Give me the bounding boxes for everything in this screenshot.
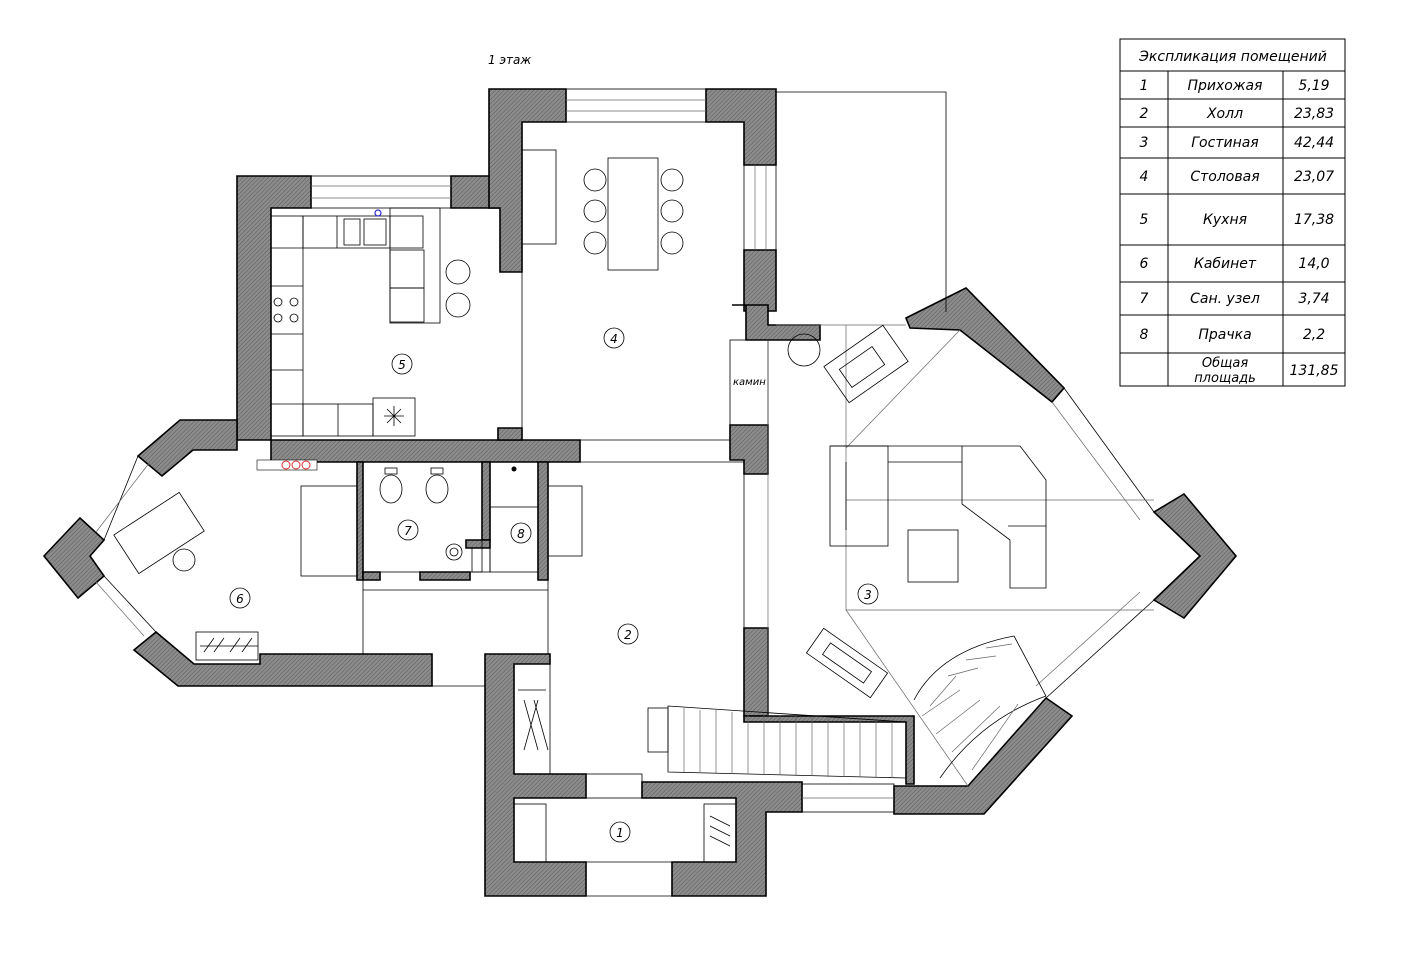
row-1-name: Прихожая: [1188, 78, 1263, 94]
total-name-line2: площадь: [1194, 371, 1256, 386]
svg-text:7: 7: [404, 524, 412, 538]
row-8-area: 2,2: [1303, 327, 1325, 343]
row-8-num: 8: [1140, 327, 1149, 343]
fireplace-label: камин: [733, 377, 766, 388]
svg-text:8: 8: [517, 527, 525, 541]
row-4-name: Столовая: [1190, 169, 1259, 185]
svg-text:3: 3: [864, 588, 872, 602]
row-7-name: Сан. узел: [1190, 291, 1260, 307]
row-6-area: 14,0: [1298, 256, 1329, 272]
room-markers: 1 2 3 4 5 6 7 8: [229, 327, 879, 843]
row-5-num: 5: [1140, 212, 1149, 228]
row-4-area: 23,07: [1294, 169, 1334, 185]
room-marker-2: 2: [617, 623, 639, 645]
svg-text:4: 4: [610, 332, 618, 346]
row-3-area: 42,44: [1294, 135, 1334, 151]
windows-and-partitions: камин: [89, 88, 1155, 897]
row-3-num: 3: [1140, 135, 1149, 151]
room-marker-5: 5: [391, 353, 413, 375]
total-name-line1: Общая: [1202, 356, 1248, 371]
row-5-area: 17,38: [1294, 212, 1334, 228]
room-marker-4: 4: [603, 327, 625, 349]
row-4-num: 4: [1140, 169, 1149, 185]
floor-label: 1 этаж: [488, 53, 531, 67]
room-marker-7: 7: [397, 519, 419, 541]
row-7-area: 3,74: [1298, 291, 1329, 307]
svg-text:2: 2: [624, 628, 632, 642]
row-6-num: 6: [1140, 256, 1149, 272]
total-area: 131,85: [1290, 363, 1339, 379]
row-7-num: 7: [1140, 291, 1149, 307]
row-2-name: Холл: [1206, 106, 1243, 122]
walls: [42, 88, 1238, 897]
explication-title: Экспликация помещений: [1138, 49, 1327, 65]
svg-text:1: 1: [616, 826, 624, 840]
room-marker-6: 6: [229, 587, 251, 609]
row-2-num: 2: [1140, 106, 1149, 122]
row-1-area: 5,19: [1298, 78, 1329, 94]
row-2-area: 23,83: [1294, 106, 1334, 122]
furniture: [113, 149, 1047, 863]
explication-table: Экспликация помещений 1 Прихожая 5,19 2 …: [1119, 38, 1346, 387]
row-5-name: Кухня: [1203, 212, 1247, 228]
svg-text:5: 5: [398, 358, 406, 372]
room-marker-3: 3: [857, 583, 879, 605]
row-6-name: Кабинет: [1194, 256, 1257, 272]
row-1-num: 1: [1140, 78, 1149, 94]
row-3-name: Гостиная: [1191, 135, 1258, 151]
svg-text:6: 6: [236, 592, 244, 606]
row-8-name: Прачка: [1198, 327, 1251, 343]
room-marker-8: 8: [510, 522, 532, 544]
room-marker-1: 1: [609, 821, 631, 843]
